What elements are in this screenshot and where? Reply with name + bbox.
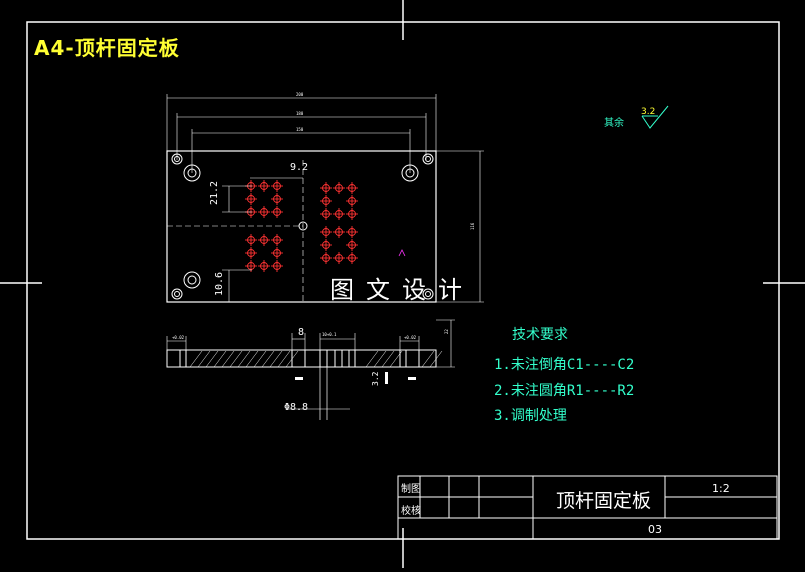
guide-bush-hole <box>183 271 201 289</box>
dim-section-depth: 3.2 <box>371 371 380 386</box>
dimension-ticks: 200 180 150 116 <box>296 92 475 230</box>
drawing-title: A4-顶杆固定板 <box>34 36 180 60</box>
section-hatching <box>189 350 443 368</box>
corner-guide-hole-inner <box>174 291 180 297</box>
hatch-line <box>245 350 259 368</box>
dim-pitch-x: 9.2 <box>290 162 309 173</box>
svg-text:150: 150 <box>296 127 304 132</box>
svg-text:22: 22 <box>444 329 449 334</box>
roughness-label: 其余 <box>604 118 624 129</box>
corner-guide-hole-inner <box>425 291 431 297</box>
hatch-line <box>213 350 227 368</box>
title-block-checked-label: 校核 <box>401 506 421 517</box>
plate-outline <box>166 150 437 303</box>
hatch-line <box>269 350 283 368</box>
hatch-line <box>237 350 251 368</box>
svg-text:+0.02: +0.02 <box>172 335 185 340</box>
section-markers <box>295 372 416 384</box>
title-block-scale: 1:2 <box>712 482 730 495</box>
dim-edge-offset: 10.6 <box>214 271 225 296</box>
ejector-pin-holes <box>245 180 358 272</box>
dim-section-width: 8 <box>298 327 305 338</box>
svg-text:+0.02: +0.02 <box>404 335 417 340</box>
overall-dimensions <box>166 94 484 303</box>
watermark-text: 图文设计 <box>330 276 474 304</box>
hatch-line <box>221 350 235 368</box>
hatch-line <box>389 350 403 368</box>
hatch-line <box>365 350 379 368</box>
svg-text:200: 200 <box>296 92 304 97</box>
guide-bush-hole <box>183 164 201 182</box>
title-block-grid <box>397 475 778 540</box>
guide-bush-hole-inner <box>405 168 415 178</box>
roughness-icon <box>641 105 669 129</box>
corner-guide-hole <box>171 288 183 300</box>
hatch-line <box>429 350 443 368</box>
corner-guide-hole-inner <box>174 156 180 162</box>
svg-text:10+0.1: 10+0.1 <box>322 332 337 337</box>
section-view <box>166 319 455 420</box>
title-block-drawn-label: 制图 <box>401 484 421 495</box>
tech-requirement-3: 3.调制处理 <box>494 408 567 424</box>
tech-requirement-1: 1.未注倒角C1----C2 <box>494 357 635 373</box>
hatch-line <box>205 350 219 368</box>
title-block-part-name: 顶杆固定板 <box>556 490 652 512</box>
svg-text:180: 180 <box>296 111 304 116</box>
corner-guide-hole <box>171 153 183 165</box>
title-block-sheet-no: 03 <box>648 523 662 536</box>
hatch-line <box>229 350 243 368</box>
hatch-line <box>373 350 387 368</box>
hatch-line <box>381 350 395 368</box>
dim-pitch-y: 21.2 <box>209 180 220 205</box>
tech-requirements-title: 技术要求 <box>512 327 568 343</box>
hatch-line <box>197 350 211 368</box>
roughness-value: 3.2 <box>641 107 656 117</box>
hatch-line <box>253 350 267 368</box>
guide-bush-hole-inner <box>187 275 197 285</box>
corner-guide-hole <box>422 153 434 165</box>
hatch-line <box>285 350 299 368</box>
hatch-line <box>189 350 203 368</box>
pitch-dimension-lines <box>167 160 304 302</box>
hatch-line <box>421 350 435 368</box>
corner-guide-hole-inner <box>425 156 431 162</box>
tech-requirement-2: 2.未注圆角R1----R2 <box>494 383 635 399</box>
dim-hole-dia: Φ8.8 <box>284 402 309 413</box>
hatch-line <box>277 350 291 368</box>
section-small-labels: +0.02 +0.02 10+0.1 22 <box>172 329 449 340</box>
svg-text:116: 116 <box>470 222 475 230</box>
magenta-mark <box>398 249 406 257</box>
hatch-line <box>261 350 275 368</box>
corner-guide-hole <box>422 288 434 300</box>
guide-bush-hole-inner <box>187 168 197 178</box>
guide-bush-hole <box>401 164 419 182</box>
